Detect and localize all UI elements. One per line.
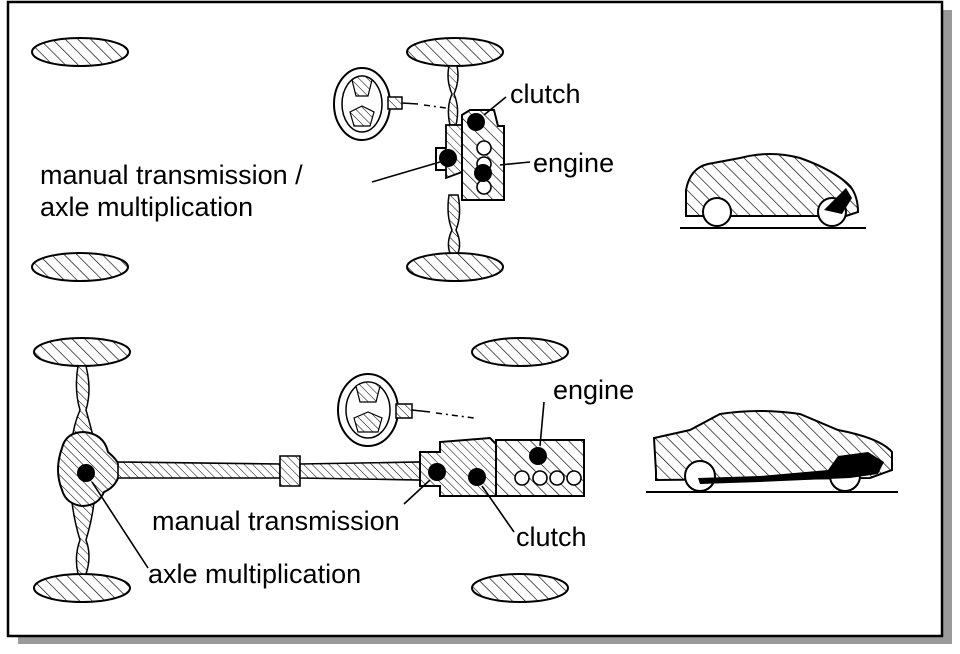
wheel-rear-left [31, 37, 129, 67]
label-clutch-rear: clutch [516, 522, 587, 552]
steering-wheel-rear [337, 373, 475, 447]
wheel-rear-right [31, 252, 129, 282]
wheel-front-right-2 [471, 573, 569, 603]
rear-axle-lower [71, 501, 95, 575]
transmission-dot-front [439, 149, 457, 167]
label-transmission-front-1: manual transmission / [40, 160, 303, 190]
wheel-front-left [406, 37, 504, 67]
frame [6, 0, 944, 638]
clutch-dot-rear [468, 468, 486, 486]
label-axle-rear: axle multiplication [148, 559, 361, 589]
propshaft-front [299, 461, 421, 481]
transmission-dot-rear [428, 463, 446, 481]
front-drive-layout: clutch engine manual transmission / axle… [31, 37, 866, 282]
engine-dot-rear [529, 447, 547, 465]
rear-drive-layout: engine manual transmission clutch axle m… [33, 337, 898, 603]
wheel-front-right [406, 252, 504, 282]
engine-dot-front [474, 164, 492, 182]
hatchback-car-icon [680, 153, 866, 229]
steering-wheel-front [333, 67, 447, 141]
wheel-rear-right-2 [33, 573, 131, 603]
sedan-car-icon [646, 410, 898, 493]
axle-dot-rear [77, 464, 95, 482]
propshaft-rear [117, 461, 281, 479]
label-transmission-rear: manual transmission [152, 506, 400, 536]
label-engine-front: engine [533, 148, 614, 178]
wheel-rear-left-2 [33, 337, 131, 367]
label-transmission-front-2: axle multiplication [40, 192, 253, 222]
label-engine-rear: engine [553, 375, 634, 405]
driveshaft-lower [447, 194, 461, 254]
wheel-front-left-2 [471, 337, 569, 367]
propshaft-joint [279, 455, 301, 487]
clutch-dot-front [467, 113, 485, 131]
label-clutch-front: clutch [510, 79, 581, 109]
